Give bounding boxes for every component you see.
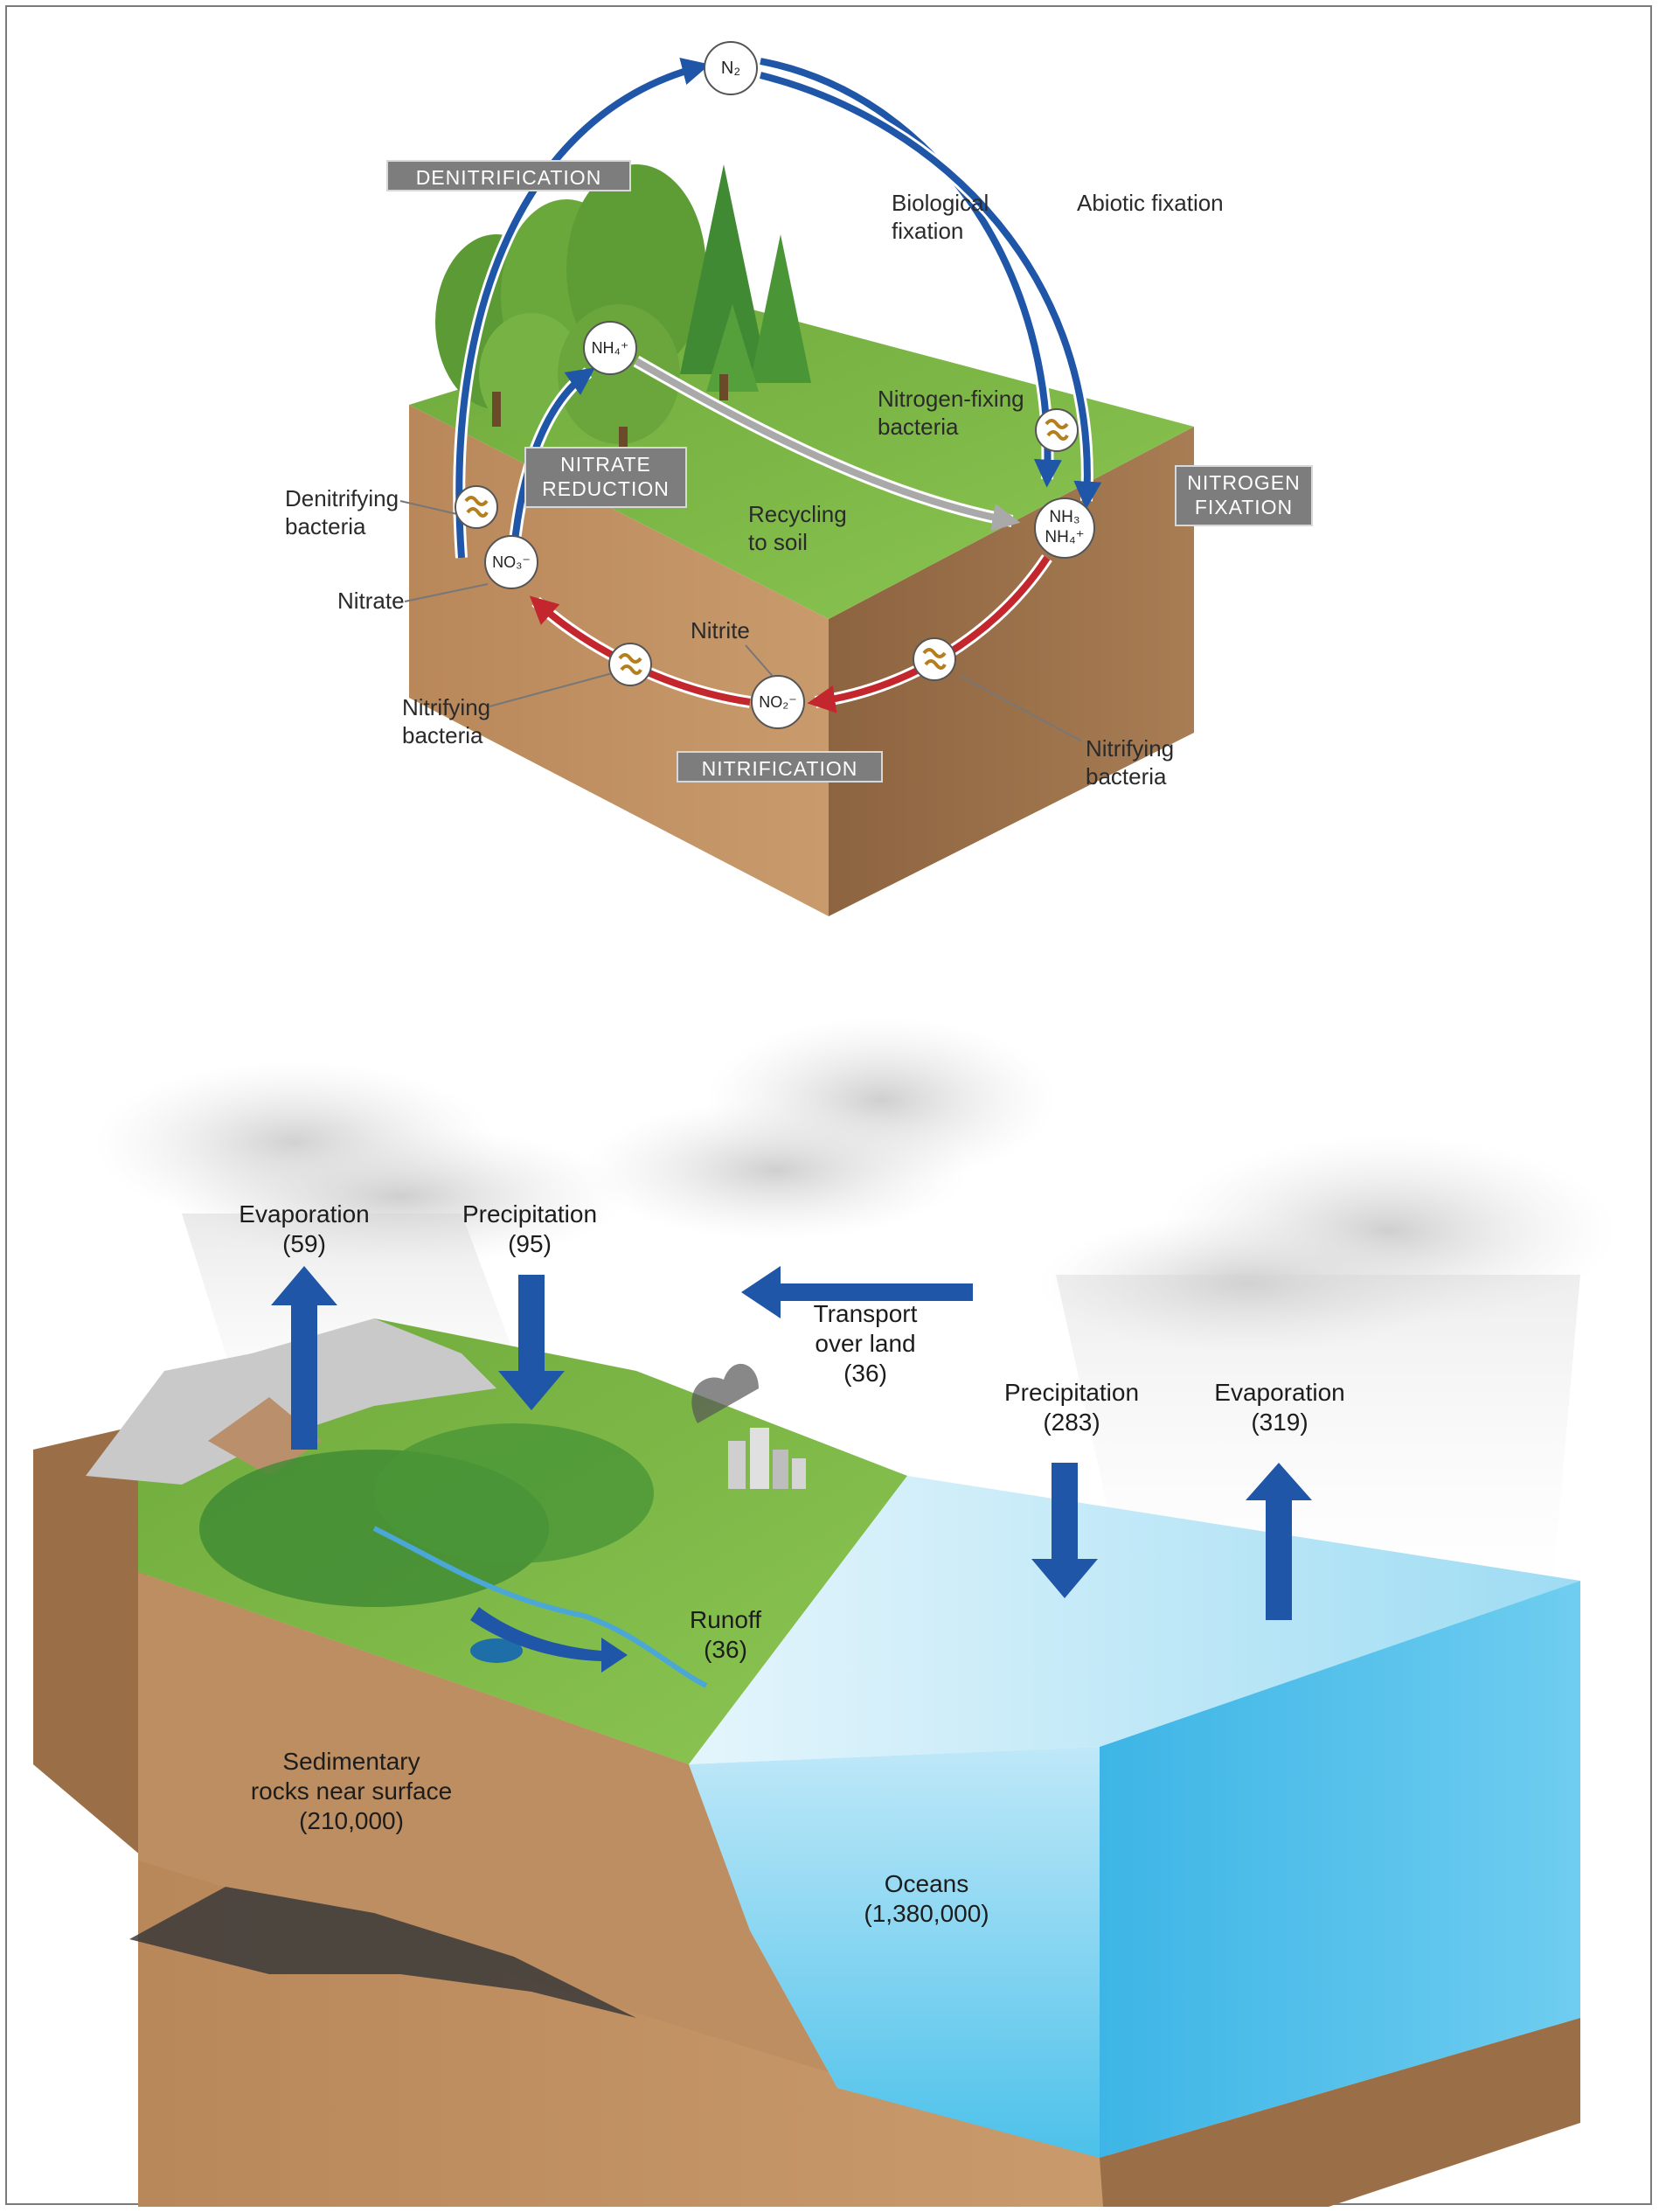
label-runoff: Runoff (36) xyxy=(690,1606,761,1663)
node-nh4-label: NH₄⁺ xyxy=(591,339,629,357)
node-no3-label: NO₃⁻ xyxy=(492,553,531,571)
chem-nodes xyxy=(484,41,1095,729)
label-nitrate-reduction: NITRATE REDUCTION xyxy=(524,447,687,508)
label-transport-over-land: Transport over land (36) xyxy=(813,1300,918,1387)
city xyxy=(691,1363,806,1489)
ocean-block xyxy=(689,1476,1580,2207)
label-abiotic-fixation: Abiotic fixation xyxy=(1077,190,1224,216)
label-denitrifying-bacteria: Denitrifying bacteria xyxy=(285,485,399,539)
label-nitrifying-bacteria-left: Nitrifying bacteria xyxy=(402,694,491,748)
label-recycling-to-soil: Recycling to soil xyxy=(748,501,847,555)
label-oceans: Oceans (1,380,000) xyxy=(864,1870,989,1927)
arrow-evaporation-ocean xyxy=(1246,1463,1312,1620)
node-no2-label: NO₂⁻ xyxy=(759,693,797,711)
node-nh4 xyxy=(583,321,637,375)
bacteria-icon xyxy=(913,637,956,681)
label-nitrate: Nitrate xyxy=(337,588,405,614)
node-nh3 xyxy=(1034,497,1095,559)
node-n2-label: N₂ xyxy=(720,59,741,78)
label-nitrite: Nitrite xyxy=(691,617,750,643)
label-precipitation-ocean: Precipitation (283) xyxy=(1003,1379,1140,1436)
label-denitrification: DENITRIFICATION xyxy=(386,160,631,191)
leader-lines xyxy=(399,500,1083,742)
label-sedimentary-rocks: Sedimentary rocks near surface (210,000) xyxy=(250,1748,453,1834)
node-no2 xyxy=(751,675,805,729)
figure-frame: N₂ NH₄⁺ NO₃⁻ NO₂⁻ NH₃ NH₄⁺ DENITRIFICATI… xyxy=(5,5,1652,2207)
diagram-artwork xyxy=(33,41,1615,2207)
arrow-transport-over-land xyxy=(741,1266,973,1318)
bacteria-badges xyxy=(455,408,1079,686)
node-n2 xyxy=(704,41,758,95)
bacteria-icon xyxy=(1035,408,1079,452)
label-nitrogen-fixation: NITROGEN FIXATION xyxy=(1175,465,1313,526)
arrow-runoff xyxy=(470,1607,628,1673)
arrow-precipitation-land xyxy=(498,1275,565,1410)
arrow-evaporation-land xyxy=(271,1266,337,1450)
label-nitrogen-fixing-bacteria: Nitrogen-fixing bacteria xyxy=(878,386,1024,440)
label-evaporation-land: Evaporation (59) xyxy=(239,1200,370,1257)
label-nitrifying-bacteria-right: Nitrifying bacteria xyxy=(1086,735,1175,790)
node-nh3-label-2: NH₄⁺ xyxy=(1045,528,1085,546)
label-biological-fixation: Biological fixation xyxy=(892,190,989,244)
water-arrows xyxy=(271,1266,1312,1673)
bacteria-icon xyxy=(608,643,652,686)
bacteria-icon xyxy=(455,485,498,529)
node-no3 xyxy=(484,535,538,589)
label-nitrification: NITRIFICATION xyxy=(677,751,883,783)
node-nh3-label-1: NH₃ xyxy=(1049,508,1080,526)
label-evaporation-ocean: Evaporation (319) xyxy=(1214,1379,1345,1436)
label-precipitation-land: Precipitation (95) xyxy=(462,1200,598,1257)
arrow-precipitation-ocean xyxy=(1031,1463,1098,1598)
